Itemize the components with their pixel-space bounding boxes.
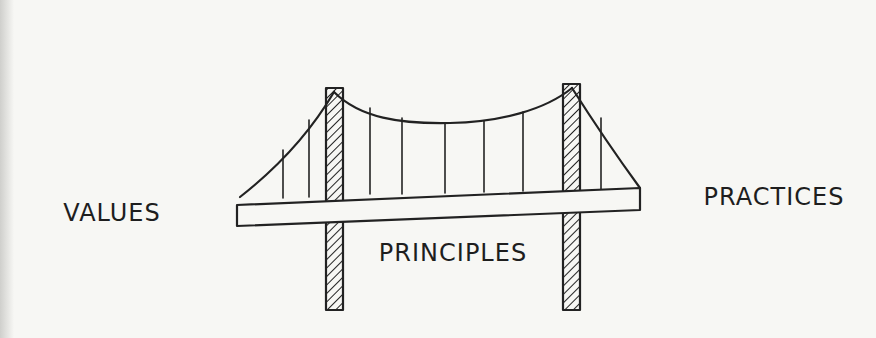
bridge-label: PRINCIPLES — [379, 240, 527, 266]
side-cable — [572, 88, 640, 188]
tower — [326, 88, 343, 310]
bridge-label: VALUES — [63, 200, 160, 226]
bridge-label: PRACTICES — [704, 184, 845, 210]
main-cable — [334, 88, 572, 123]
side-cable — [240, 92, 334, 197]
page-shadow — [0, 0, 14, 338]
bridge-deck — [237, 188, 640, 226]
